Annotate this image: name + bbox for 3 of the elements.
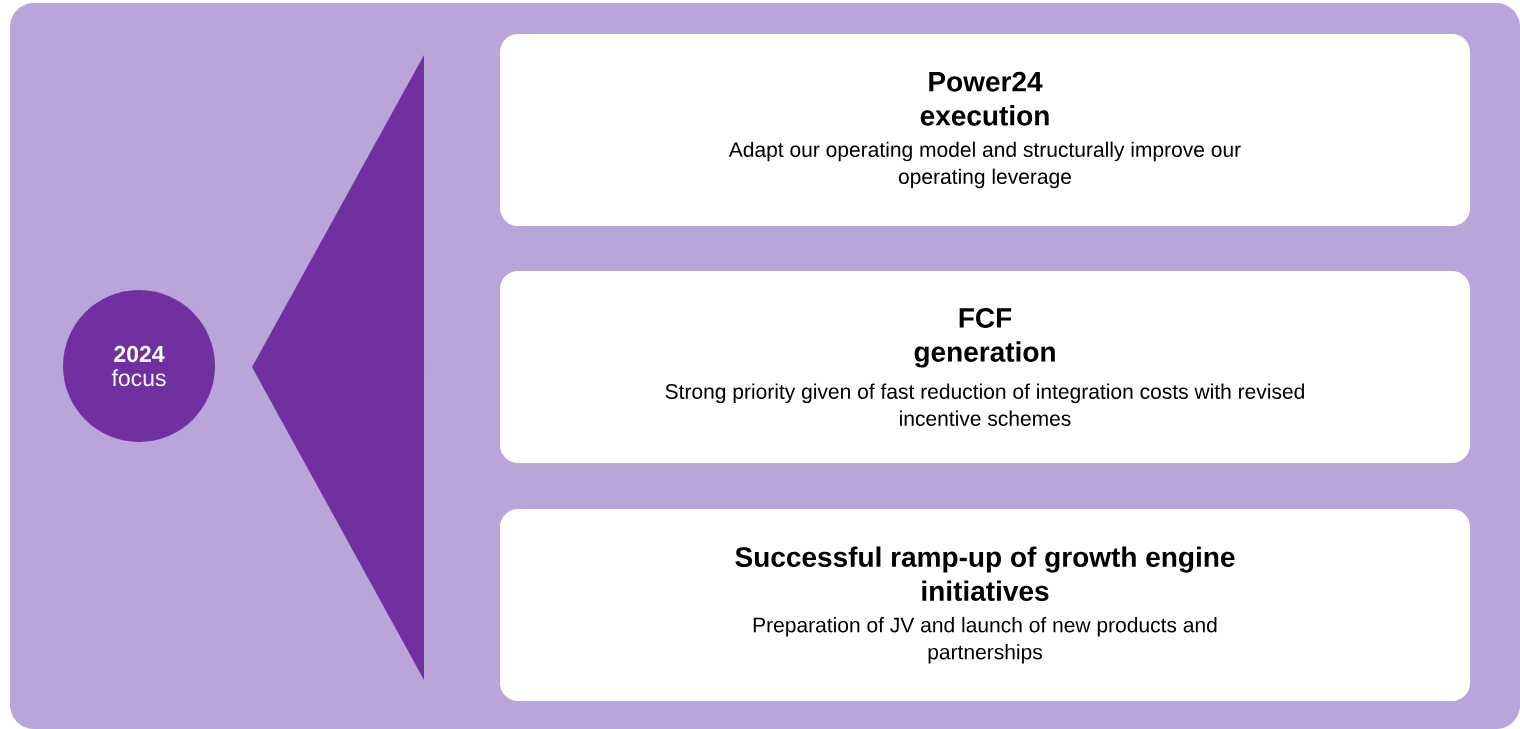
text-box: FCF generation Strong priority given of fast reduction of integration costs with revised incentive schemes: [500, 271, 1470, 463]
text-box: Successful ramp-up of growth engine initiatives Preparation of JV and launch of new products and partnerships: [500, 509, 1470, 701]
text-box: Power24 execution Adapt our operating model and structurally improve our operating leverage: [500, 34, 1470, 226]
